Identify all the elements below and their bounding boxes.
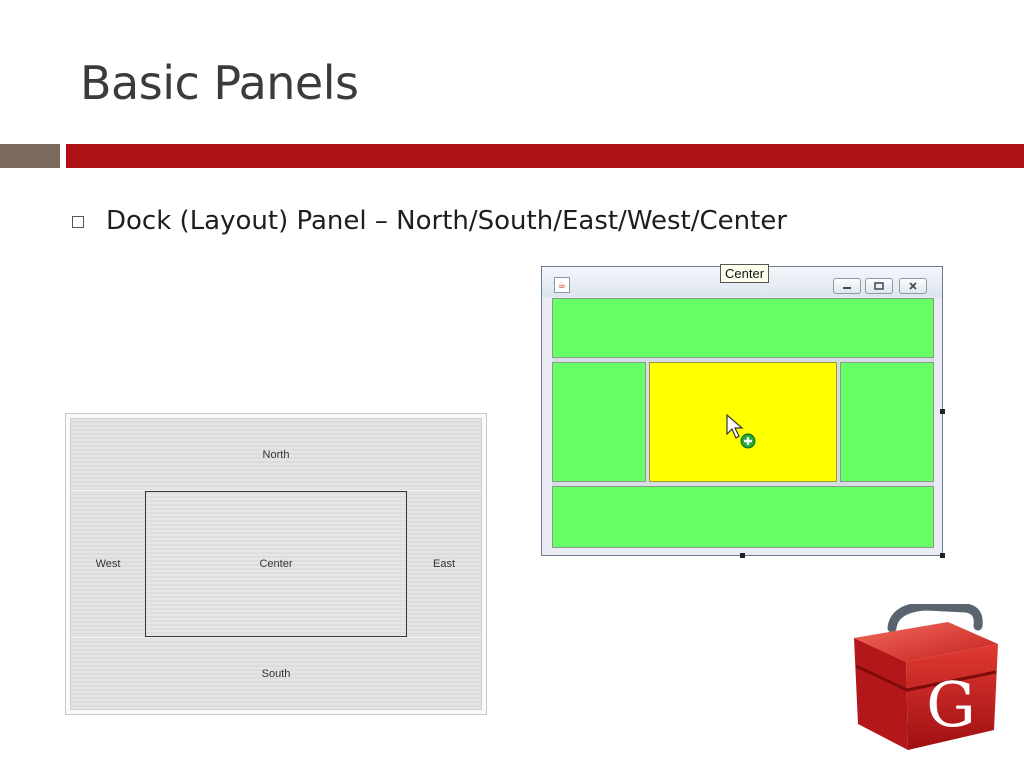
resize-handle-bottom[interactable] xyxy=(740,553,745,558)
bullet-item: Dock (Layout) Panel – North/South/East/W… xyxy=(72,206,787,236)
pane-south[interactable] xyxy=(552,486,934,548)
maximize-icon xyxy=(874,282,884,290)
minimize-icon xyxy=(843,287,851,289)
pane-west[interactable] xyxy=(552,362,646,482)
pane-north[interactable] xyxy=(552,298,934,358)
bullet-text: Dock (Layout) Panel – North/South/East/W… xyxy=(106,206,788,236)
drag-add-cursor-icon xyxy=(726,414,756,449)
pane-east[interactable] xyxy=(840,362,934,482)
minimize-button[interactable] xyxy=(833,278,861,294)
resize-handle-corner[interactable] xyxy=(940,553,945,558)
slide-title: Basic Panels xyxy=(80,56,359,110)
java-app-icon: ☕ xyxy=(554,277,570,293)
swing-window: ☕ xyxy=(541,266,945,558)
close-button[interactable] xyxy=(899,278,927,294)
title-bar-accent xyxy=(66,144,1024,168)
bullet-square-icon xyxy=(72,216,84,228)
pane-center[interactable] xyxy=(649,362,837,482)
dock-region-north: North xyxy=(71,419,481,491)
dock-layout-diagram: North West Center East South xyxy=(65,413,487,715)
dock-region-center: Center xyxy=(145,491,407,637)
dock-region-south: South xyxy=(71,637,481,709)
title-bar-left xyxy=(0,144,60,168)
resize-handle-right[interactable] xyxy=(940,409,945,414)
close-icon xyxy=(909,282,917,290)
dock-region-west: West xyxy=(95,558,121,570)
maximize-button[interactable] xyxy=(865,278,893,294)
dock-region-east: East xyxy=(432,558,455,570)
svg-text:G: G xyxy=(926,668,976,741)
window-content xyxy=(552,298,934,548)
dock-panel: North West Center East South xyxy=(70,418,482,710)
gwt-toolbox-icon: G xyxy=(854,604,998,750)
center-tooltip: Center xyxy=(720,264,770,283)
